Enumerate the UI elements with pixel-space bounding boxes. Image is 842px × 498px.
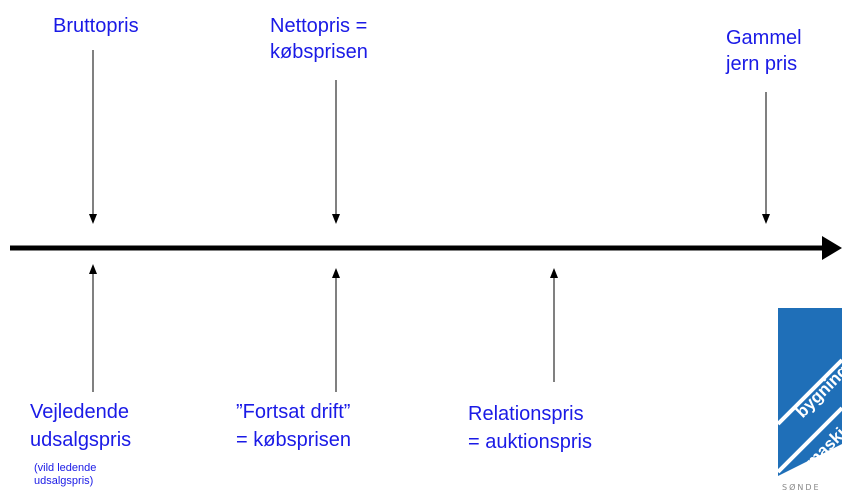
label-gammel-line1: Gammel	[726, 27, 802, 49]
label-fortsat-line2: = købsprisen	[236, 429, 352, 451]
label-bruttopris: Bruttopris	[53, 15, 139, 37]
label-relation-line1: Relationspris	[468, 403, 584, 425]
timeline-arrowhead	[822, 236, 842, 260]
label-relation-line2: = auktionspris	[468, 431, 592, 453]
note-vejledende-line1: (vild ledende	[34, 462, 97, 474]
logo-caption: SØNDE	[782, 483, 821, 492]
arrow-gammel-jern-pris	[762, 92, 770, 224]
arrow-nettopris	[332, 80, 340, 224]
logo-shape	[778, 308, 842, 476]
label-fortsat-line1: ”Fortsat drift”	[236, 401, 351, 423]
note-vejledende-line2: udsalgspris)	[34, 475, 94, 487]
label-vejledende-line2: udsalgspris	[30, 429, 132, 451]
label-vejledende-line1: Vejledende	[30, 401, 129, 423]
arrow-relationspris	[550, 268, 558, 382]
arrow-fortsat-drift	[332, 268, 340, 392]
label-gammel-line2: jern pris	[726, 53, 798, 75]
company-logo: bygning maski	[778, 308, 842, 476]
label-nettopris-line1: Nettopris =	[270, 15, 368, 37]
label-nettopris-line2: købsprisen	[270, 41, 368, 63]
arrow-vejledende	[89, 264, 97, 392]
arrow-bruttopris	[89, 50, 97, 224]
